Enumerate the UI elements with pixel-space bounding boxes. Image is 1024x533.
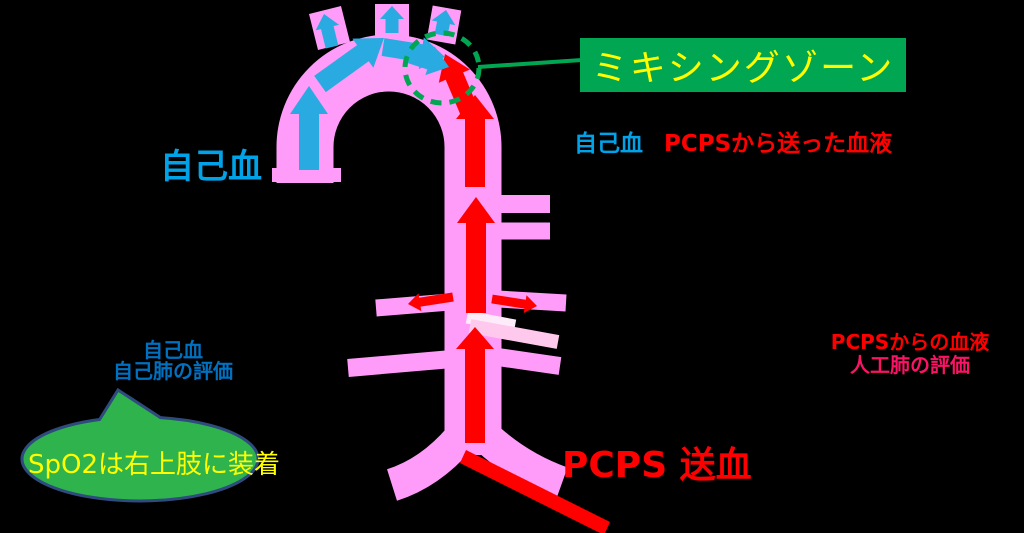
native-blood-arrows xyxy=(290,6,456,170)
legend: 自己血 PCPSから送った血液 xyxy=(574,124,892,158)
native-arrow-arch-diagonal xyxy=(314,38,384,93)
pcps-arrow-middle xyxy=(457,197,495,313)
pcps-arrow-lower xyxy=(456,327,494,443)
aortic-root-cuff xyxy=(272,168,341,182)
legend-pcps-blood: PCPSから送った血液 xyxy=(664,131,893,157)
pale-band-pink xyxy=(468,319,560,349)
native-arrow-branch-middle xyxy=(380,6,404,33)
mixing-zone-callout-line xyxy=(477,58,583,69)
native-lung-note-line2: 自己肺の評価 xyxy=(113,359,233,383)
native-lung-note-line1: 自己血 xyxy=(143,338,203,362)
legend-native-blood: 自己血 xyxy=(574,131,643,157)
side-branch-lower-right xyxy=(496,348,562,375)
pcps-supply-label: PCPS 送血 xyxy=(562,445,752,486)
pcps-arrow-mixing-zone xyxy=(438,54,479,117)
artificial-lung-note-line1: PCPSからの血液 xyxy=(830,330,990,354)
iliac-left xyxy=(386,427,473,501)
pcps-cannula xyxy=(460,450,610,533)
aorta-tube xyxy=(276,34,502,455)
native-arrow-branch-left xyxy=(315,14,339,49)
iliac-right xyxy=(475,425,568,499)
artificial-lung-note: PCPSからの血液 人工肺の評価 xyxy=(798,331,1022,377)
mixing-zone-label-text: ミキシングゾーン xyxy=(591,48,895,89)
pcps-arrow-upper xyxy=(456,95,494,187)
speech-bubble xyxy=(20,387,260,503)
side-branch-lower-left xyxy=(347,350,453,377)
mixing-zone-label: ミキシングゾーン xyxy=(580,38,906,92)
native-blood-label: 自己血 xyxy=(160,147,262,187)
native-lung-note: 自己血 自己肺の評価 xyxy=(73,340,273,382)
pcps-blood-arrows xyxy=(408,54,610,533)
native-arrow-ascending xyxy=(290,86,328,170)
native-arrow-branch-right xyxy=(431,10,456,37)
artificial-lung-note-line2: 人工肺の評価 xyxy=(850,353,970,377)
pcps-arrow-branch-left xyxy=(408,292,454,312)
spo2-bubble-text: SpO2は右上肢に装着 xyxy=(28,450,281,480)
native-arrow-toward-mixing xyxy=(403,44,449,76)
pcps-arrow-branch-right xyxy=(491,294,537,314)
pale-band-light xyxy=(465,310,517,333)
